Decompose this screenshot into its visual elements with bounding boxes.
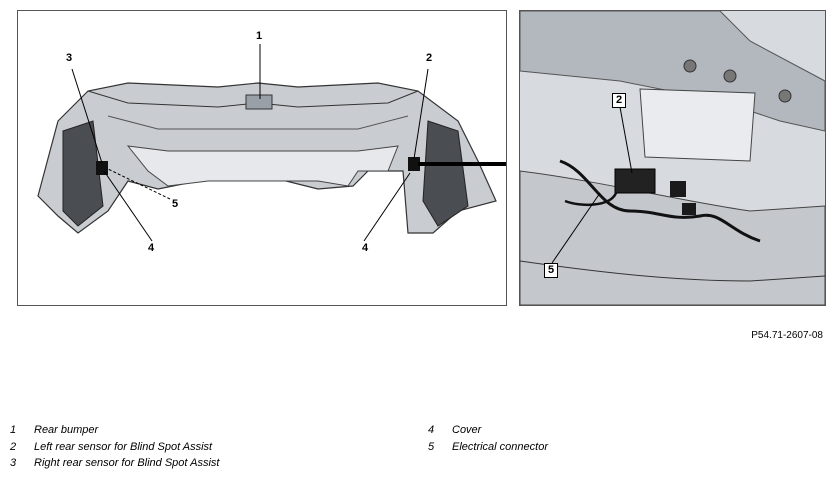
callout-1-rear-bumper: 1: [256, 30, 263, 42]
legend-number: 5: [428, 441, 435, 453]
legend-label: Right rear sensor for Blind Spot Assist: [34, 457, 220, 469]
legend-item: 3 Right rear sensor for Blind Spot Assist: [10, 457, 219, 469]
legend-number: 3: [10, 457, 17, 469]
legend-item: 5 Electrical connector: [428, 441, 548, 453]
callout-4-cover-right: 4: [362, 242, 369, 254]
legend-item: 2 Left rear sensor for Blind Spot Assist: [10, 441, 212, 453]
callout-4-cover-left: 4: [148, 242, 155, 254]
legend-number: 1: [10, 424, 17, 436]
legend-label: Electrical connector: [452, 441, 548, 453]
legend-number: 2: [10, 441, 17, 453]
callout-5-connector: 5: [172, 198, 179, 210]
callout-3-right-sensor: 3: [66, 52, 73, 64]
bumper-drawing: [37, 44, 506, 242]
legend-label: Rear bumper: [34, 424, 99, 436]
detail-callout-2-sensor: 2: [612, 93, 627, 108]
figure-reference-id: P54.71-2607-08: [751, 330, 823, 341]
detail-drawing: [520, 11, 825, 305]
bumper-overview-illustration: 1 2 3 4 4 5: [17, 10, 507, 306]
legend-label: Cover: [452, 424, 482, 436]
callout-2-left-sensor: 2: [426, 52, 433, 64]
sensor-detail-illustration: 2 5: [519, 10, 826, 306]
legend-item: 1 Rear bumper: [10, 424, 98, 436]
detail-callout-5-connector: 5: [544, 263, 559, 278]
legend-item: 4 Cover: [428, 424, 481, 436]
legend-number: 4: [428, 424, 435, 436]
legend-label: Left rear sensor for Blind Spot Assist: [34, 441, 213, 453]
